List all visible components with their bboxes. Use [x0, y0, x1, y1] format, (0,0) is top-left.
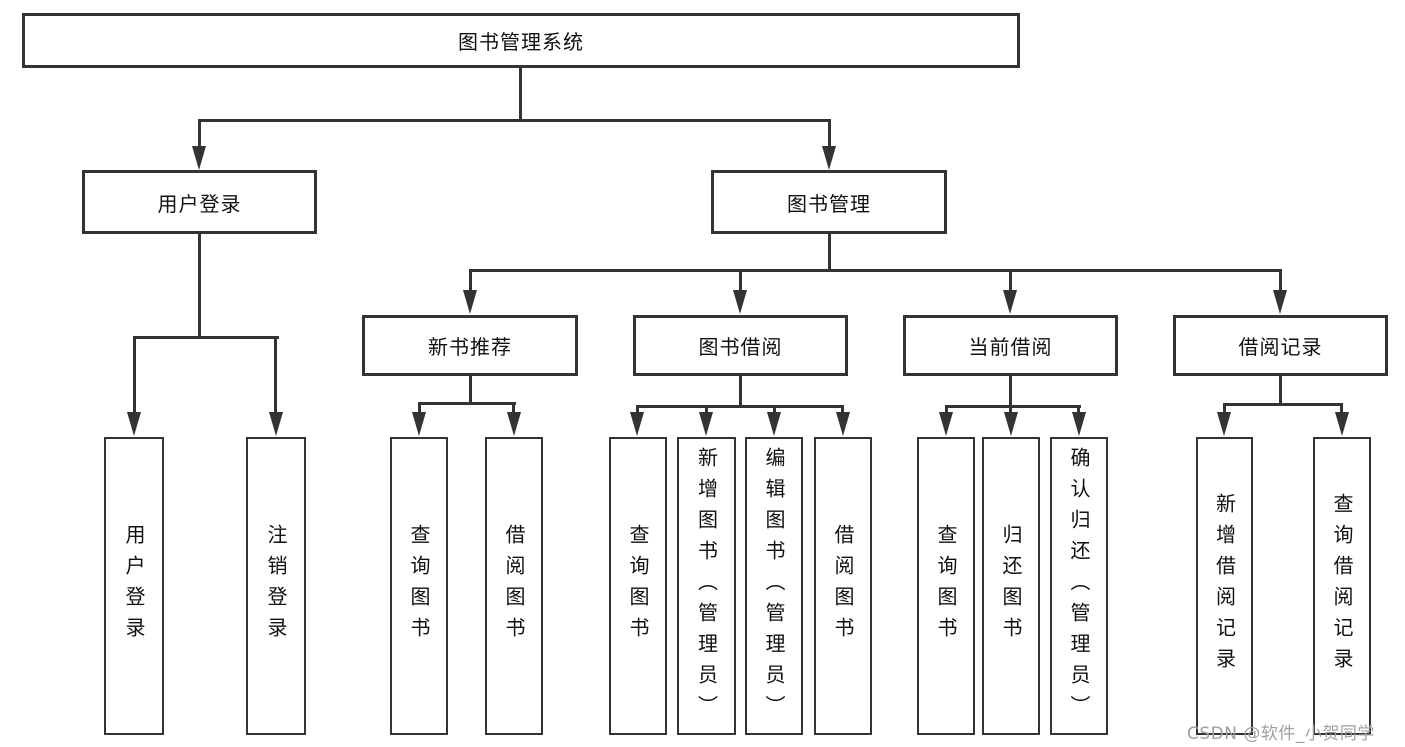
leaf-query-borrow-record: 查询借阅记录 — [1313, 437, 1371, 735]
leaf-edit-books-admin-label: 编辑图书（管理员） — [762, 446, 786, 726]
node-borrow-records-label: 借阅记录 — [1238, 335, 1323, 359]
connector-line — [1340, 403, 1343, 414]
node-book-borrow: 图书借阅 — [633, 315, 848, 376]
node-root-label: 图书管理系统 — [458, 30, 584, 54]
leaf-add-books-admin: 新增图书（管理员） — [677, 437, 736, 735]
connector-line — [1009, 269, 1012, 291]
leaf-logout-label: 注销登录 — [264, 524, 288, 648]
leaf-borrow-books-recommend: 借阅图书 — [485, 437, 543, 735]
connector-line — [1223, 403, 1343, 406]
arrowhead-down-icon — [1217, 412, 1231, 436]
leaf-add-borrow-record: 新增借阅记录 — [1196, 437, 1253, 735]
connector-line — [1279, 269, 1282, 291]
node-book-borrow-label: 图书借阅 — [698, 335, 783, 359]
arrowhead-down-icon — [127, 412, 141, 436]
connector-line — [1223, 403, 1226, 414]
connector-line — [1009, 375, 1012, 408]
arrowhead-down-icon — [1335, 412, 1349, 436]
connector-line — [519, 68, 522, 122]
arrowhead-down-icon — [192, 146, 206, 170]
leaf-confirm-return-admin-label: 确认归还（管理员） — [1067, 446, 1091, 726]
arrowhead-down-icon — [1273, 290, 1287, 314]
arrowhead-down-icon — [507, 412, 521, 436]
connector-line — [828, 233, 831, 272]
leaf-add-books-admin-label: 新增图书（管理员） — [694, 446, 719, 726]
watermark: CSDN @软件_小贺同学 — [1187, 724, 1375, 744]
arrowhead-down-icon — [412, 412, 426, 436]
connector-line — [945, 405, 1081, 408]
node-current-borrow-label: 当前借阅 — [968, 335, 1053, 359]
arrowhead-down-icon — [699, 412, 713, 436]
leaf-query-books-current: 查询图书 — [917, 437, 975, 735]
leaf-query-books-current-label: 查询图书 — [934, 524, 958, 648]
leaf-query-borrow-record-label: 查询借阅记录 — [1330, 493, 1354, 679]
node-new-book-recommend: 新书推荐 — [362, 315, 578, 376]
connector-line — [512, 402, 515, 413]
arrowhead-down-icon — [463, 290, 477, 314]
leaf-return-books: 归还图书 — [982, 437, 1040, 735]
node-book-management: 图书管理 — [711, 170, 947, 234]
leaf-query-books-recommend-label: 查询图书 — [407, 524, 431, 648]
node-root: 图书管理系统 — [22, 13, 1020, 68]
connector-line — [469, 269, 472, 291]
connector-line — [1009, 405, 1012, 414]
connector-line — [1077, 405, 1080, 414]
arrowhead-down-icon — [767, 412, 781, 436]
connector-line — [133, 336, 136, 414]
leaf-add-borrow-record-label: 新增借阅记录 — [1212, 493, 1237, 679]
node-current-borrow: 当前借阅 — [903, 315, 1118, 376]
connector-line — [739, 269, 742, 291]
arrowhead-down-icon — [939, 412, 953, 436]
arrowhead-down-icon — [1072, 412, 1086, 436]
node-user-login: 用户登录 — [82, 170, 317, 234]
leaf-query-books-recommend: 查询图书 — [390, 437, 448, 735]
connector-line — [418, 402, 516, 405]
leaf-borrow-books-label: 借阅图书 — [831, 524, 855, 648]
leaf-user-login: 用户登录 — [104, 437, 164, 735]
leaf-borrow-books-recommend-label: 借阅图书 — [502, 524, 526, 648]
connector-line — [133, 336, 279, 339]
leaf-query-books-borrow-label: 查询图书 — [626, 524, 650, 648]
connector-line — [705, 405, 708, 414]
connector-line — [469, 375, 472, 405]
connector-line — [636, 405, 639, 414]
connector-line — [418, 402, 421, 413]
node-book-management-label: 图书管理 — [787, 191, 871, 216]
connector-line — [1279, 375, 1282, 406]
connector-line — [469, 269, 1282, 272]
node-new-book-recommend-label: 新书推荐 — [428, 335, 512, 359]
connector-line — [198, 119, 831, 122]
leaf-user-login-label: 用户登录 — [122, 524, 146, 648]
connector-line — [636, 405, 844, 408]
leaf-edit-books-admin: 编辑图书（管理员） — [745, 437, 803, 735]
node-borrow-records: 借阅记录 — [1173, 315, 1388, 376]
arrowhead-down-icon — [1003, 290, 1017, 314]
connector-line — [739, 375, 742, 408]
leaf-borrow-books: 借阅图书 — [814, 437, 872, 735]
leaf-query-books-borrow: 查询图书 — [609, 437, 667, 735]
connector-line — [773, 405, 776, 414]
arrowhead-down-icon — [836, 412, 850, 436]
node-user-login-label: 用户登录 — [157, 191, 242, 216]
arrowhead-down-icon — [822, 146, 836, 170]
arrowhead-down-icon — [733, 290, 747, 314]
connector-line — [828, 119, 831, 149]
connector-line — [198, 119, 201, 149]
arrowhead-down-icon — [269, 412, 283, 436]
arrowhead-down-icon — [630, 412, 644, 436]
connector-line — [198, 233, 201, 338]
connector-line — [945, 405, 948, 414]
arrowhead-down-icon — [1004, 412, 1018, 436]
leaf-confirm-return-admin: 确认归还（管理员） — [1050, 437, 1108, 735]
leaf-return-books-label: 归还图书 — [999, 524, 1023, 648]
leaf-logout: 注销登录 — [246, 437, 306, 735]
connector-line — [274, 336, 277, 414]
connector-line — [841, 405, 844, 414]
